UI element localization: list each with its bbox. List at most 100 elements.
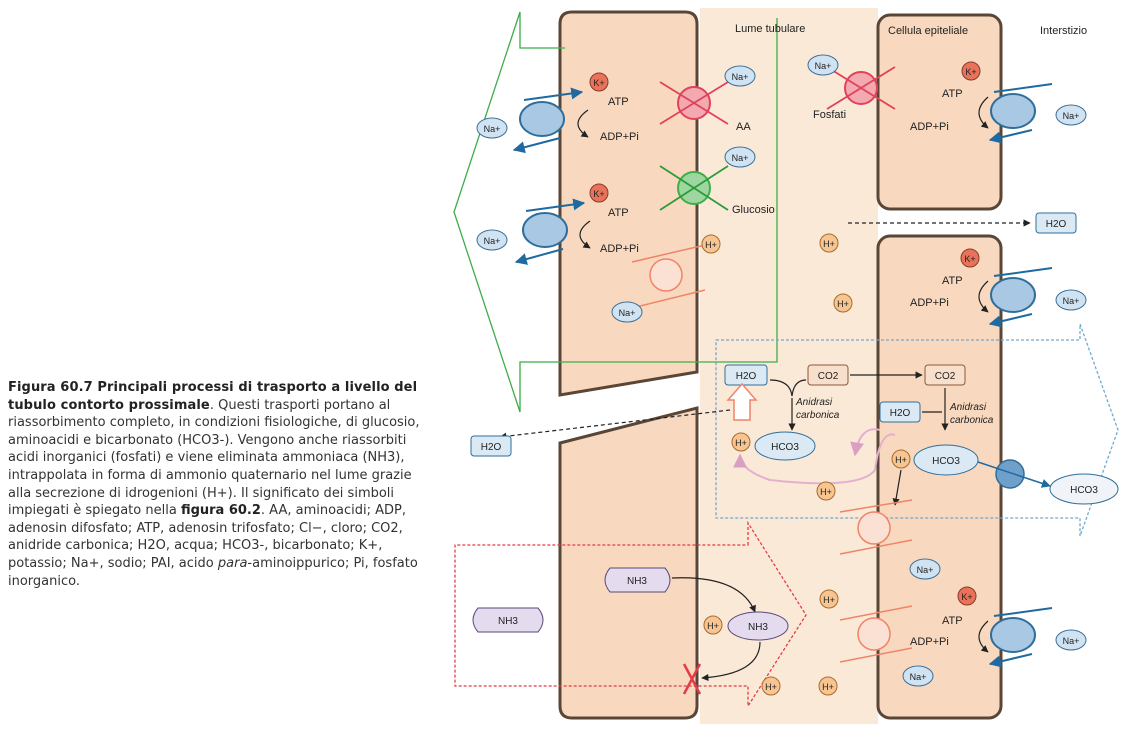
nh3-secretion-arrow <box>671 577 756 613</box>
cell-left-lower <box>558 406 699 720</box>
h-ion-cell: H+ <box>891 449 911 469</box>
hco3-lumen: HCO3 <box>754 431 816 461</box>
cell-left-upper <box>558 10 699 397</box>
svg-text:Na+: Na+ <box>917 565 934 575</box>
svg-text:Na+: Na+ <box>484 124 501 134</box>
caption-heading: Figura 60.7 Principali processi di trasp… <box>8 380 418 413</box>
co2-box-cell: CO2 <box>924 364 966 386</box>
pink-recycle-arrow-2 <box>850 428 881 457</box>
svg-text:H+: H+ <box>735 438 747 448</box>
anhydrase-label-1a: Anidrasi <box>795 397 833 408</box>
svg-text:HCO3: HCO3 <box>771 442 799 453</box>
h-ion-lumen-3: H+ <box>731 432 751 452</box>
glucose-label: Glucosio <box>732 204 775 216</box>
na-ion-7: Na+ <box>1055 104 1087 126</box>
svg-text:H+: H+ <box>823 595 835 605</box>
svg-text:Na+: Na+ <box>1063 636 1080 646</box>
k-ion-3: K+ <box>961 61 981 81</box>
na-ion-4: Na+ <box>724 146 756 168</box>
adp-label-3: ADP+Pi <box>910 121 949 133</box>
svg-text:K+: K+ <box>964 254 975 264</box>
atp-label-3: ATP <box>942 88 963 100</box>
water-dashed-arrow-2 <box>499 409 731 440</box>
svg-text:HCO3: HCO3 <box>932 456 960 467</box>
cell-right-upper <box>876 13 1003 211</box>
na-k-atpase-3 <box>978 83 1053 144</box>
na-h-antiporter-2 <box>839 499 913 555</box>
k-ion-5: K+ <box>957 586 977 606</box>
anhydrase-label-1b: carbonica <box>796 410 840 421</box>
h2o-box-lumen: H2O <box>724 364 768 386</box>
na-ion-1: Na+ <box>476 117 508 139</box>
svg-text:Na+: Na+ <box>815 61 832 71</box>
svg-text:NH3: NH3 <box>498 616 518 627</box>
svg-text:HCO3: HCO3 <box>1070 485 1098 496</box>
na-k-atpase-1 <box>512 87 589 154</box>
svg-text:H+: H+ <box>823 239 835 249</box>
pink-arrow-up <box>726 382 758 421</box>
svg-text:H2O: H2O <box>736 371 757 382</box>
adp-label-1: ADP+Pi <box>600 131 639 143</box>
blocked-x-icon <box>682 663 702 695</box>
hco3-cell: HCO3 <box>913 444 979 476</box>
phosphate-label: Fosfati <box>813 109 846 121</box>
svg-text:K+: K+ <box>961 592 972 602</box>
na-k-atpase-5 <box>978 607 1053 668</box>
glucose-symporter <box>659 165 729 211</box>
svg-text:H+: H+ <box>707 621 719 631</box>
h-ion-lumen-1: H+ <box>819 233 839 253</box>
h-ion-1: H+ <box>701 234 721 254</box>
hco3-exchanger <box>995 459 1025 489</box>
adp-label-4: ADP+Pi <box>910 297 949 309</box>
svg-text:H+: H+ <box>705 240 717 250</box>
na-ion-11: Na+ <box>1055 629 1087 651</box>
figure-caption: Figura 60.7 Principali processi di trasp… <box>8 379 426 590</box>
h-downward-arrow <box>892 469 902 506</box>
h2o-box-1: H2O <box>1035 212 1077 234</box>
h-ion-lumen-7: H+ <box>818 676 838 696</box>
svg-text:Na+: Na+ <box>910 672 927 682</box>
svg-text:H+: H+ <box>895 455 907 465</box>
anhydrase-merge-lumen <box>769 379 807 397</box>
svg-text:H2O: H2O <box>1046 219 1067 230</box>
svg-text:NH3: NH3 <box>627 576 647 587</box>
caption-italic-word: para <box>217 555 248 571</box>
svg-text:H+: H+ <box>837 299 849 309</box>
atp-label-2: ATP <box>608 207 629 219</box>
atp-label-1: ATP <box>608 96 629 108</box>
svg-text:H2O: H2O <box>481 442 502 453</box>
header-interstitium: Interstizio <box>1040 25 1087 37</box>
na-ion-5: Na+ <box>611 301 643 323</box>
pink-recycle-arrow-1 <box>733 433 896 485</box>
header-epithelial: Cellula epiteliale <box>888 25 968 37</box>
h-ion-lumen-6: H+ <box>761 676 781 696</box>
svg-text:H+: H+ <box>765 682 777 692</box>
h2o-box-cell: H2O <box>879 401 921 423</box>
hco3-export-arrow <box>977 461 1051 488</box>
na-h-antiporter-1 <box>631 244 706 309</box>
header-lumen: Lume tubulare <box>735 23 805 35</box>
anhydrase-label-2a: Anidrasi <box>949 402 987 413</box>
k-ion-1: K+ <box>589 72 609 92</box>
aa-label: AA <box>736 121 751 133</box>
h-ion-lumen-4: H+ <box>816 481 836 501</box>
nh3-interstitium: NH3 <box>472 607 544 633</box>
na-ion-6: Na+ <box>807 54 839 76</box>
svg-text:Na+: Na+ <box>732 72 749 82</box>
svg-text:Na+: Na+ <box>1063 296 1080 306</box>
anhydrase-label-2b: carbonica <box>950 415 994 426</box>
aa-symporter <box>659 81 729 125</box>
svg-text:NH3: NH3 <box>748 622 768 633</box>
nh4-lumen: NH3 <box>727 611 789 641</box>
na-ion-2: Na+ <box>476 229 508 251</box>
svg-text:Na+: Na+ <box>619 308 636 318</box>
na-ion-10: Na+ <box>902 665 934 687</box>
red-dotted-arrow <box>454 520 807 709</box>
svg-text:K+: K+ <box>593 189 604 199</box>
atp-label-4: ATP <box>942 275 963 287</box>
caption-figure-ref: figura 60.2 <box>180 503 261 519</box>
nh3-cell: NH3 <box>604 567 671 593</box>
na-ion-9: Na+ <box>909 558 941 580</box>
h-ion-lumen-2: H+ <box>833 293 853 313</box>
